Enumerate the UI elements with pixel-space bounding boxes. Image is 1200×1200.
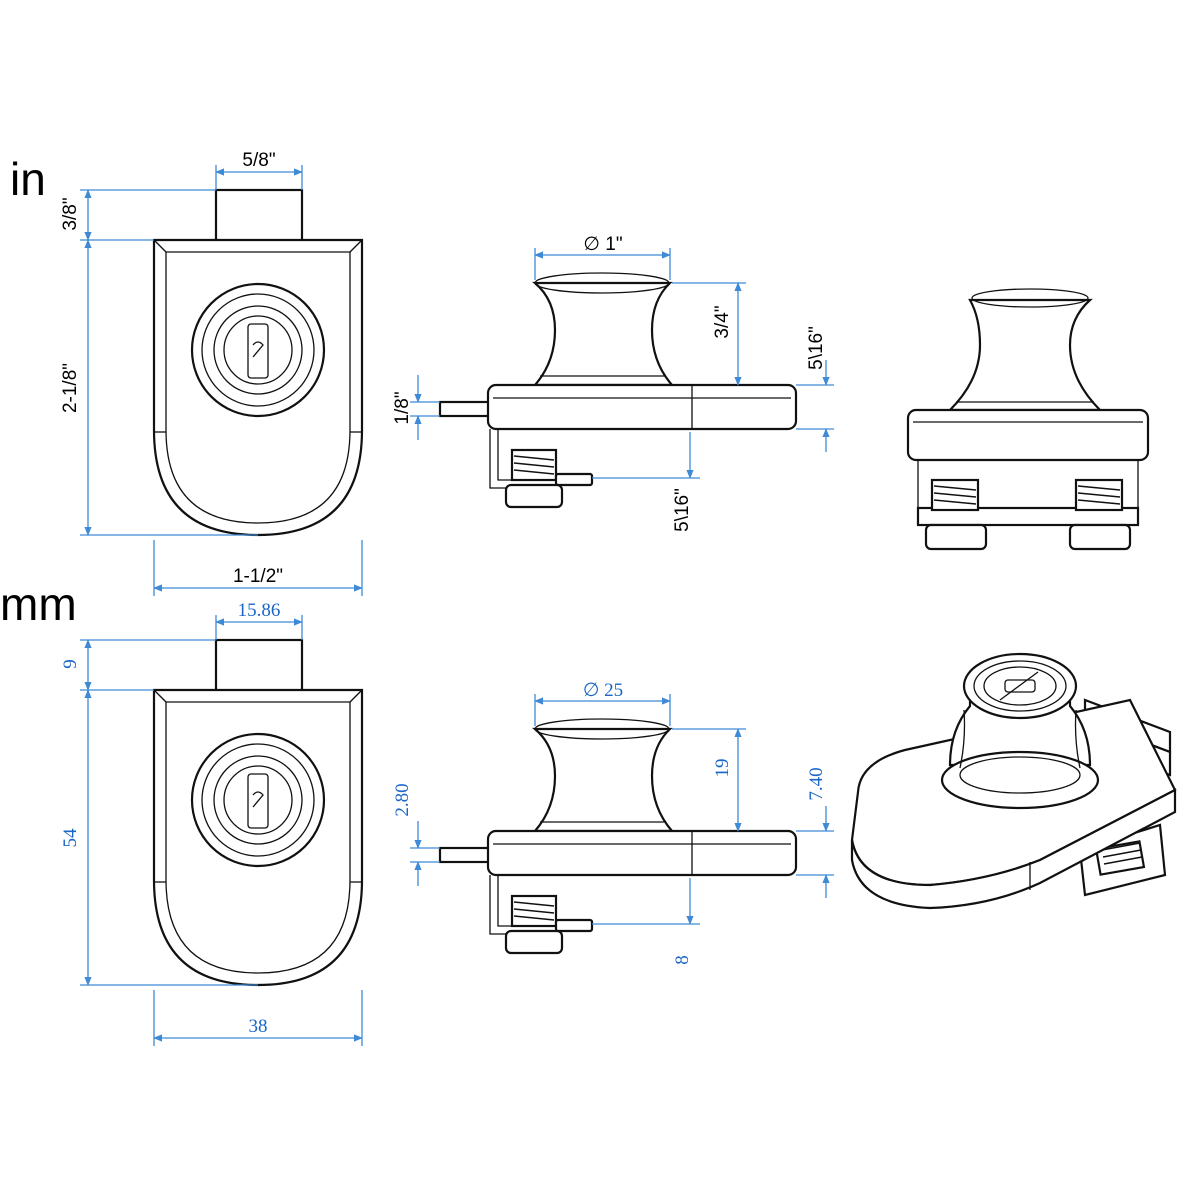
dim-body-height-mm: 54 (60, 828, 81, 848)
dim-bracket-mm: 8 (672, 955, 693, 965)
isometric-view (850, 652, 1177, 910)
rear-view (906, 288, 1150, 551)
dim-knob-height-mm: 19 (712, 759, 733, 778)
dim-pin-in: 1/8" (392, 391, 413, 424)
front-view-in (152, 188, 364, 537)
dim-lines-front-mm (80, 615, 363, 1046)
dim-plate-thickness-in: 5\16" (806, 326, 827, 370)
unit-label-in: in (10, 153, 46, 205)
side-view-in (438, 271, 798, 509)
dim-body-height-in: 2-1/8" (60, 363, 81, 413)
dim-body-width-mm: 38 (249, 1016, 268, 1037)
dim-tongue-width-mm: 15.86 (238, 600, 281, 621)
dim-lines-front-in (80, 165, 363, 596)
dim-pin-mm: 2.80 (392, 783, 413, 816)
front-view-mm (152, 638, 364, 987)
unit-label-mm: mm (0, 578, 77, 630)
dim-body-width-in: 1-1/2" (233, 566, 283, 587)
dim-lines-side-mm (410, 694, 834, 925)
dim-lines-side-in (410, 248, 834, 479)
dim-knob-height-in: 3/4" (712, 305, 733, 338)
dim-tongue-width-in: 5/8" (242, 150, 275, 171)
dim-diameter-in: ∅ 1" (583, 234, 622, 255)
dim-tongue-height-in: 3/8" (60, 197, 81, 230)
dim-tongue-height-mm: 9 (60, 659, 81, 669)
dim-bracket-in: 5\16" (672, 488, 693, 532)
dim-plate-thickness-mm: 7.40 (806, 767, 827, 800)
dim-diameter-mm: ∅ 25 (583, 680, 623, 701)
side-view-mm (438, 717, 798, 955)
